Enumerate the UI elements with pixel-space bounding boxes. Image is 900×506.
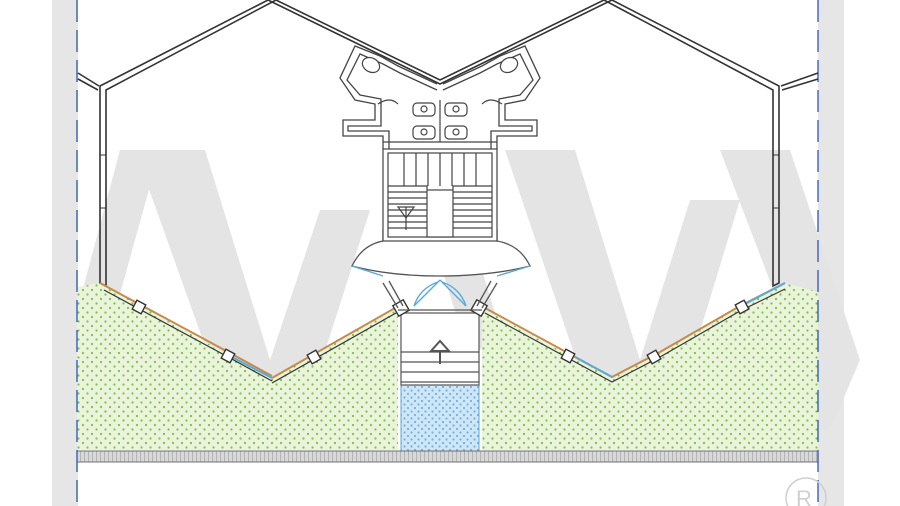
left-margin-band: [52, 0, 78, 506]
water-feature: [400, 384, 480, 452]
staircase: [382, 148, 498, 242]
grid-axes: [76, 0, 819, 506]
door-swing-icon: [351, 265, 531, 307]
toilet-icon: [361, 56, 519, 74]
registered-mark-icon: R: [785, 477, 827, 506]
ground-line: [76, 450, 819, 463]
washbasin-icon: [412, 100, 468, 142]
toilet-core-right: [442, 45, 541, 149]
stair-direction-arrow-icon: [396, 206, 416, 230]
toilet-core-left: [339, 45, 438, 149]
facade-columns: [131, 298, 750, 365]
entrance-arrow-icon: [428, 339, 452, 364]
svg-text:R: R: [796, 486, 812, 506]
entrance-lobby: [351, 229, 531, 311]
landscape-area: [77, 283, 818, 450]
wall-joints: [100, 154, 779, 209]
